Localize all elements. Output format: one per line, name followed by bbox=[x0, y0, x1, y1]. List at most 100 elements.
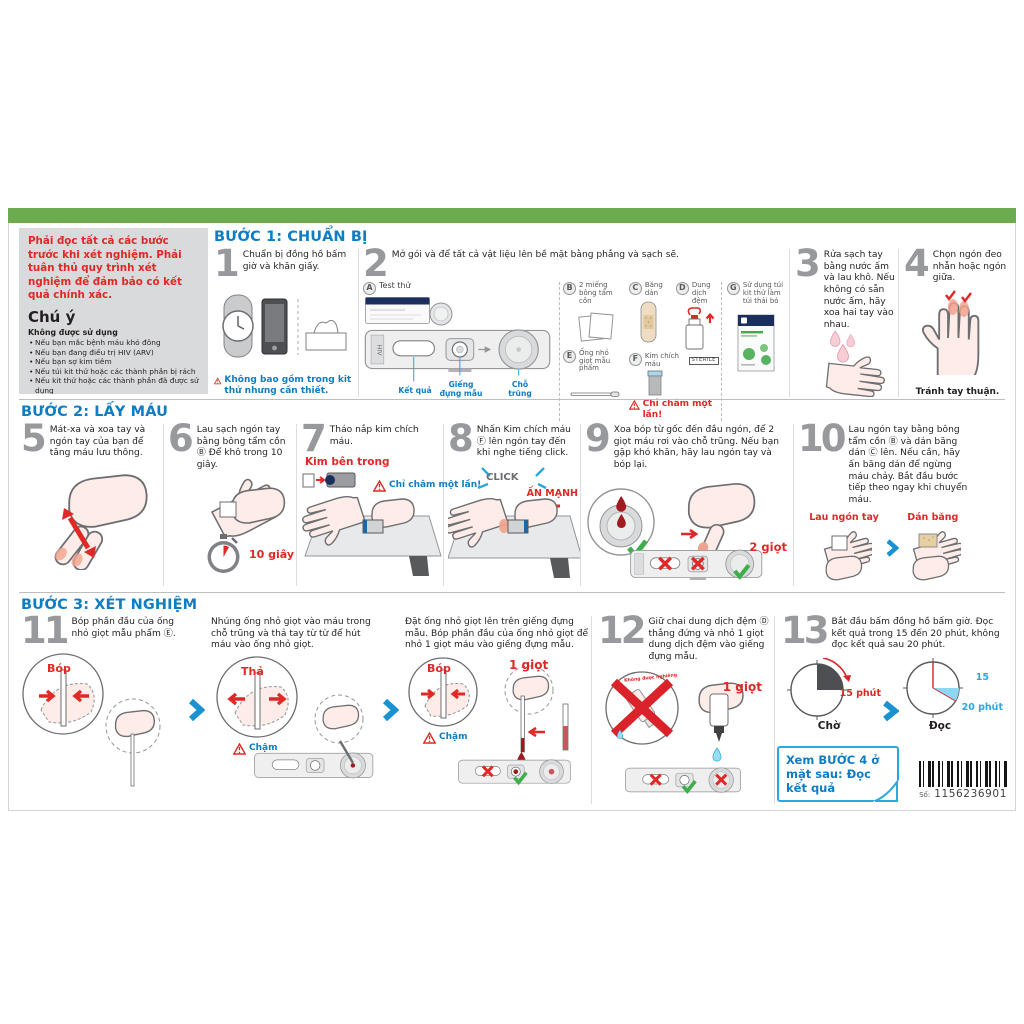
step-9-text: Xoa bóp từ gốc đến đầu ngón, để 2 giọt m… bbox=[613, 425, 780, 470]
big-x-mark bbox=[610, 678, 674, 737]
step-1-warning: Không bao gồm trong kit thử nhưng cần th… bbox=[214, 375, 358, 397]
step-1-text: Chuẩn bị đồng hồ bấm giờ và khăn giấy. bbox=[242, 250, 347, 272]
item-label-a: Test thử bbox=[379, 281, 411, 291]
item-letter-a: A bbox=[363, 282, 376, 296]
wipe-finger-icon bbox=[821, 527, 872, 581]
step-8-text: Nhấn Kim chích máu Ⓕ lên ngón tay đến kh… bbox=[476, 425, 571, 459]
chevron-icon bbox=[382, 698, 399, 722]
test-pouch-icon bbox=[365, 297, 453, 326]
click-burst bbox=[477, 467, 547, 489]
step-2-text: Mở gói và để tất cả vật liệu lên bề mặt … bbox=[391, 250, 679, 260]
chevron-icon bbox=[188, 698, 205, 722]
note-subtitle: Không được sử dụng bbox=[28, 327, 118, 337]
lancet-cap-removal bbox=[302, 472, 356, 488]
step-4-number: 4 bbox=[904, 242, 930, 285]
step-10-number: 10 bbox=[798, 417, 846, 460]
item-letter-f: F bbox=[628, 352, 642, 366]
wait-clock: 15 phút Chờ bbox=[781, 657, 881, 732]
step-12-text: Giữ chai dung dịch đệm Ⓓ thẳng đứng và n… bbox=[648, 617, 769, 662]
step4-note-box: Xem BƯỚC 4 ở mặt sau: Đọc kết quả bbox=[777, 745, 899, 802]
step-3-text: Rửa sạch tay bằng nước ấm và lau khô. Nế… bbox=[823, 250, 895, 330]
needle-inside-label: Kim bên trong bbox=[305, 456, 390, 469]
step-3-number: 3 bbox=[795, 242, 821, 285]
checkmark-icon bbox=[960, 292, 972, 303]
step-13-text: Bắt đầu bấm đồng hồ bấm giờ. Đọc kết quả… bbox=[831, 617, 1000, 651]
section2-title: BƯỚC 2: LẤY MÁU bbox=[21, 404, 168, 420]
stopwatch-icon bbox=[207, 533, 240, 573]
warning-triangle-icon bbox=[628, 400, 640, 411]
step-4-caption: Tránh tay thuận. bbox=[915, 387, 1000, 397]
kit-box-icon bbox=[737, 314, 775, 372]
test-device-illustration: HIV bbox=[363, 297, 559, 397]
chevron-icon bbox=[883, 700, 899, 722]
row-divider bbox=[19, 592, 1005, 593]
buffer-bottle-icon bbox=[685, 307, 715, 350]
wipe-label: Lau ngón tay bbox=[809, 512, 879, 524]
two-drops-illustration: 2 giọt bbox=[585, 474, 791, 592]
step-7-number: 7 bbox=[301, 417, 327, 460]
step-7-warning: Chỉ châm một lần! bbox=[373, 480, 481, 493]
bandage-scene: Dán băng bbox=[905, 512, 961, 584]
step-11c-text: Đặt ống nhỏ giọt lên trên giếng đựng mẫu… bbox=[405, 617, 589, 651]
device-label-pocket: Chỗ trũng bbox=[508, 380, 532, 398]
pipette-icon bbox=[570, 391, 620, 398]
step-11b: Nhúng ống nhỏ giọt vào máu trong chỗ trũ… bbox=[205, 616, 381, 804]
pocket-inset bbox=[587, 487, 655, 555]
device-mini bbox=[458, 759, 571, 785]
note-item: Nếu túi kit thử hoặc các thành phần bị r… bbox=[28, 367, 199, 377]
two-drops-label: 2 giọt bbox=[749, 539, 787, 554]
release-dropper-illustration: Thả Chậm bbox=[211, 655, 381, 789]
read-caption: Đọc bbox=[928, 719, 952, 732]
item-letter-d: D bbox=[675, 282, 689, 296]
press-lancet-illustration: CLICK ẤN MẠNH bbox=[448, 460, 580, 584]
step-5-text: Mát-xa và xoa tay và ngón tay của bạn để… bbox=[49, 425, 146, 459]
table-leg bbox=[409, 556, 429, 577]
step-11b-text: Nhúng ống nhỏ giọt vào máu trong chỗ trũ… bbox=[211, 617, 371, 651]
release-label: Thả bbox=[241, 664, 264, 678]
item-label-e: Ống nhỏ giọt mẫu phẩm bbox=[579, 348, 611, 373]
item-label-f: Kim chích máu bbox=[644, 351, 679, 368]
clock-read-icon bbox=[903, 657, 963, 718]
sterile-badge: STERILE bbox=[688, 356, 719, 365]
bandage-icon bbox=[640, 301, 657, 343]
alcohol-pad bbox=[219, 501, 237, 517]
barcode-number: 1156236901 bbox=[934, 788, 1007, 800]
row-divider bbox=[19, 399, 1005, 400]
step-9-number: 9 bbox=[585, 417, 611, 460]
slow-warning-2: Chậm bbox=[423, 731, 467, 744]
step-13-number: 13 bbox=[781, 609, 829, 652]
section1-title: BƯỚC 1: CHUẨN BỊ bbox=[214, 229, 368, 245]
read-20-label: 20 phút bbox=[961, 701, 1003, 713]
uncap-lancet-illustration: Kim bên trong Chỉ châm một lần! bbox=[301, 454, 481, 590]
barcode-prefix: Số: bbox=[919, 791, 931, 799]
bandage-label: Dán băng bbox=[907, 512, 959, 524]
barcode-block: Số: 1156236901 bbox=[903, 761, 1007, 800]
checkmark-icon bbox=[944, 290, 956, 301]
device-mini bbox=[625, 766, 741, 793]
note-title: Chú ý bbox=[28, 307, 76, 326]
press-hard-label: ẤN MẠNH bbox=[526, 487, 578, 499]
one-drop-label-2: 1 giọt bbox=[722, 679, 762, 694]
section3-title: BƯỚC 3: XÉT NGHIỆM bbox=[21, 597, 198, 613]
wipe-finger-illustration: 10 giây bbox=[168, 475, 294, 580]
device-strip-label: HIV bbox=[375, 345, 382, 357]
step-6-number: 6 bbox=[168, 417, 194, 460]
step-2-warning: Chỉ châm một lần! bbox=[628, 399, 719, 421]
massage-finger-illustration bbox=[54, 474, 148, 570]
step-8-number: 8 bbox=[448, 417, 474, 460]
note-item: Nếu kit thử hoặc các thành phần đã được … bbox=[28, 376, 199, 394]
warning-triangle-icon bbox=[214, 377, 222, 385]
sheet-body: Phải đọc tất cả các bước trước khi xét n… bbox=[8, 223, 1016, 811]
step4-note-text: Xem BƯỚC 4 ở mặt sau: Đọc kết quả bbox=[786, 752, 880, 795]
wipe-scene: Lau ngón tay bbox=[809, 512, 879, 584]
one-drop-illustration: Bóp 1 giọt Chậm bbox=[405, 654, 595, 792]
